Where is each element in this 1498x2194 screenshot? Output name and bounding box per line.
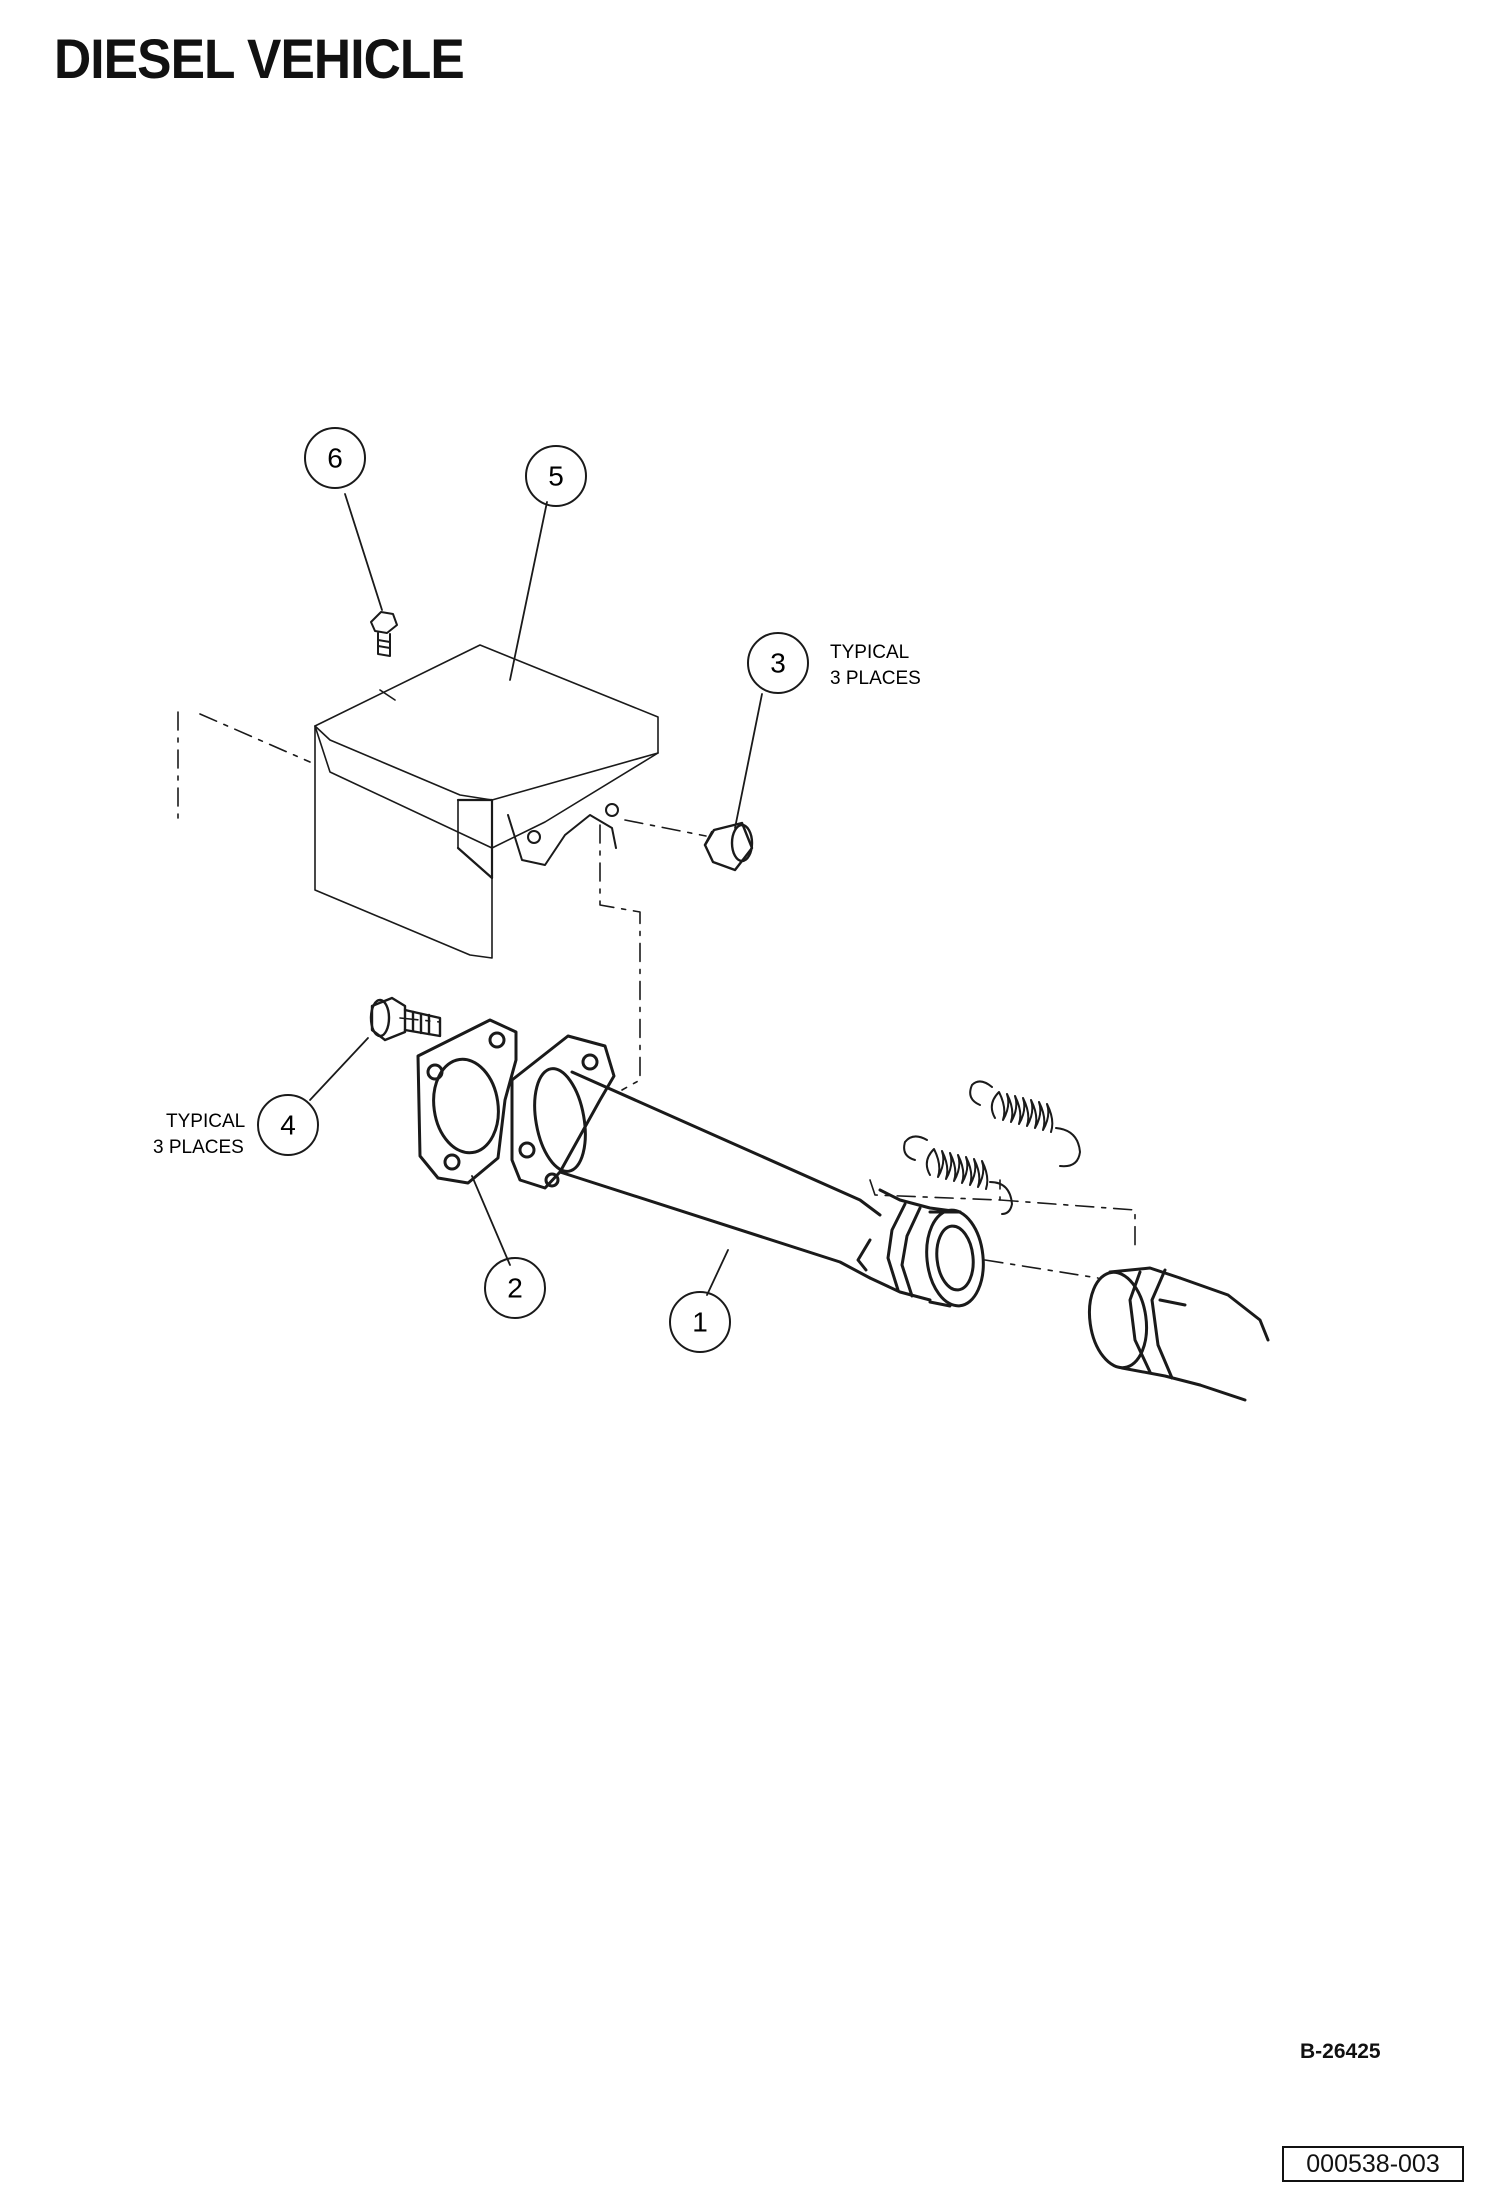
alignment-lines (177, 711, 1136, 1279)
figure-reference: B-26425 (1300, 2040, 1381, 2063)
exhaust-pipe (510, 1034, 985, 1308)
note-item4-line1: TYPICAL (166, 1111, 245, 1132)
note-item3-line2: 3 PLACES (830, 668, 921, 689)
leader-lines (309, 493, 763, 1296)
callout-4: 4 (280, 1110, 296, 1141)
callout-circles (257, 427, 809, 1353)
callout-6: 6 (327, 443, 343, 474)
note-item3-line1: TYPICAL (830, 642, 909, 663)
callout-1: 1 (692, 1307, 708, 1338)
top-bolt (370, 611, 398, 657)
note-item4-line2: 3 PLACES (153, 1137, 244, 1158)
flange-bolt (369, 996, 442, 1042)
gasket (416, 1018, 518, 1185)
springs (903, 1080, 1081, 1215)
heat-shield (314, 644, 659, 959)
page-title: DIESEL VEHICLE (54, 27, 465, 90)
callout-3: 3 (770, 648, 786, 679)
callout-2: 2 (507, 1273, 523, 1304)
figure-id-box: 000538-003 (1282, 2146, 1464, 2182)
shield-nut (703, 821, 754, 872)
muffler-inlet-pipe (1087, 1266, 1270, 1402)
callout-5: 5 (548, 461, 564, 492)
